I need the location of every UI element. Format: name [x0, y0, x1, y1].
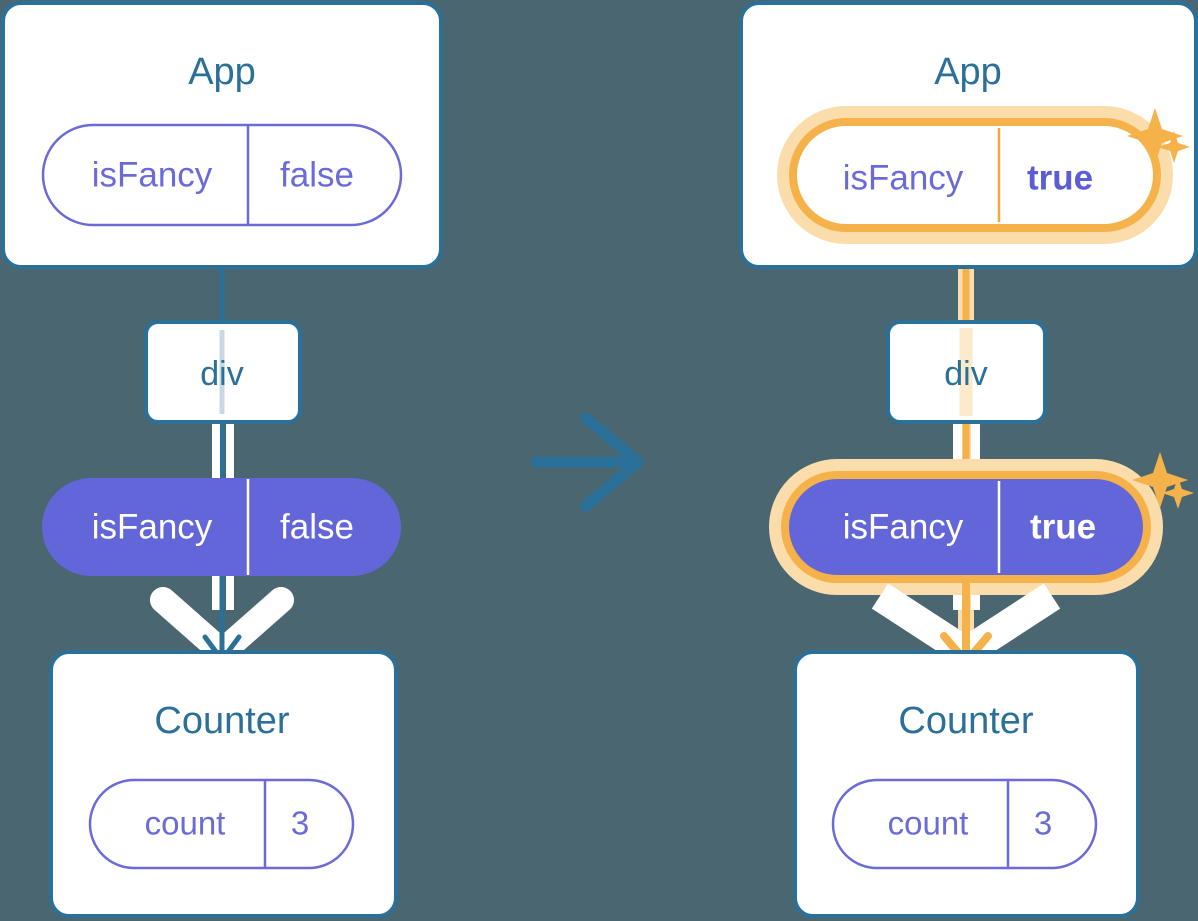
panel-after: App isFancy true	[739, 1, 1198, 918]
pill-shape	[41, 123, 403, 227]
sparkle-small-icon	[1162, 477, 1194, 509]
prop-state-pill-after: isFancy true	[769, 459, 1163, 595]
wire-casing-right	[226, 415, 234, 485]
pill-value: 3	[291, 805, 309, 842]
pill-shape	[831, 778, 1098, 870]
counter-state-pill-before: count 3	[88, 778, 355, 870]
counter-card-title: Counter	[154, 700, 290, 742]
sparkle-group-app	[1127, 108, 1190, 164]
pill-value: false	[280, 507, 354, 546]
counter-state-pill-after: count 3	[831, 778, 1098, 870]
pill-shape	[88, 778, 355, 870]
pill-value: true	[1027, 158, 1093, 197]
arrow-right-icon	[530, 412, 644, 512]
pill-highlight-ring	[789, 118, 1161, 232]
pill-value: true	[1030, 507, 1096, 546]
pill-value: false	[280, 155, 354, 194]
pill-name: isFancy	[92, 155, 213, 194]
pill-name: count	[145, 805, 226, 842]
pill-value: 3	[1034, 805, 1052, 842]
panel-before: App isFancy false div	[1, 1, 443, 918]
div-label: div	[200, 355, 243, 393]
div-node-before: div	[144, 320, 302, 424]
pill-name: isFancy	[92, 507, 213, 546]
wire-casing-left-2	[212, 570, 220, 610]
flow-chevron-before	[150, 576, 294, 665]
sparkle-icon	[1127, 108, 1183, 164]
wire-casing-right-2	[226, 570, 234, 610]
sparkle-small-icon	[1158, 131, 1190, 163]
app-state-pill-after: isFancy true	[777, 106, 1173, 244]
div-label: div	[944, 355, 987, 393]
pill-name: isFancy	[843, 158, 964, 197]
transition-arrow	[530, 412, 644, 512]
div-node-after: div	[886, 320, 1047, 424]
pill-name: count	[888, 805, 969, 842]
app-card-title: App	[934, 51, 1002, 93]
app-card-title: App	[188, 51, 256, 93]
app-state-pill-before: isFancy false	[41, 123, 403, 227]
counter-card-title: Counter	[898, 700, 1034, 742]
wire-casing-left	[953, 416, 962, 484]
wire-casing-right	[971, 416, 980, 484]
wire-casing-left	[212, 415, 220, 485]
prop-state-pill-before: isFancy false	[42, 478, 401, 576]
wire-casing-before	[212, 415, 234, 610]
sparkle-group-prop	[1132, 452, 1194, 509]
pill-name: isFancy	[843, 507, 964, 546]
sparkle-icon	[1132, 452, 1188, 508]
pill-shape	[42, 478, 401, 576]
